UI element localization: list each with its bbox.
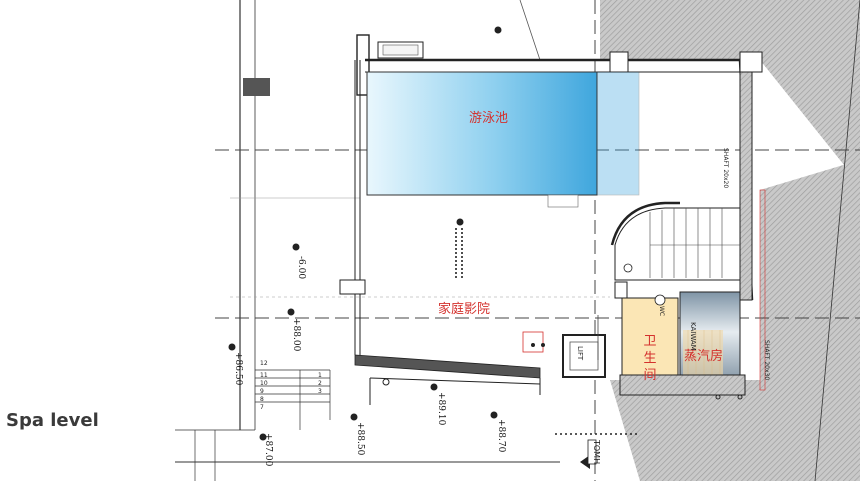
step-number: 3 [318,388,322,395]
step-number: 12 [260,360,268,367]
level-label: +87.00 [263,433,273,467]
step-number: 11 [260,372,268,379]
lift-label: LIFT [576,346,584,361]
wc-label: WC [658,306,665,317]
level-label: +88.70 [496,419,506,453]
step-number: 1 [318,372,322,379]
ground-hatch-top [530,0,860,185]
bathroom-label: 卫 生 间 [643,333,657,384]
pool [366,71,598,196]
pool-label: 游泳池 [469,111,509,126]
south-wall [354,354,541,379]
ground-hatch-bottom [610,380,820,481]
caption: Spa level [6,410,99,431]
shaft2-label: SHAFT 20x30 [763,340,770,381]
tomh-label: TOMH [592,440,601,465]
shaft-label: SHAFT 20x20 [722,148,729,189]
column-marker [243,78,270,96]
level-label: +88.00 [291,318,301,352]
steam-room-label: 蒸汽房 [684,349,724,364]
kaiwam-label: KAIWAM [689,322,697,351]
bathroom-char-1: 卫 [643,334,657,349]
level-label: +88.50 [355,422,365,456]
bathroom-char-3: 间 [643,368,657,383]
level-label: -6.00 [296,256,306,280]
level-label: +89.10 [436,392,446,426]
step-number: 2 [318,380,322,387]
stair [614,207,741,281]
step-number: 7 [260,404,264,411]
level-label: +86.50 [233,352,243,386]
step-number: 10 [260,380,268,387]
home-theater-label: 家庭影院 [438,302,491,317]
ground-hatch-mid [760,160,860,300]
step-number: 9 [260,388,264,395]
bathroom-char-2: 生 [643,351,657,366]
step-number: 8 [260,396,264,403]
